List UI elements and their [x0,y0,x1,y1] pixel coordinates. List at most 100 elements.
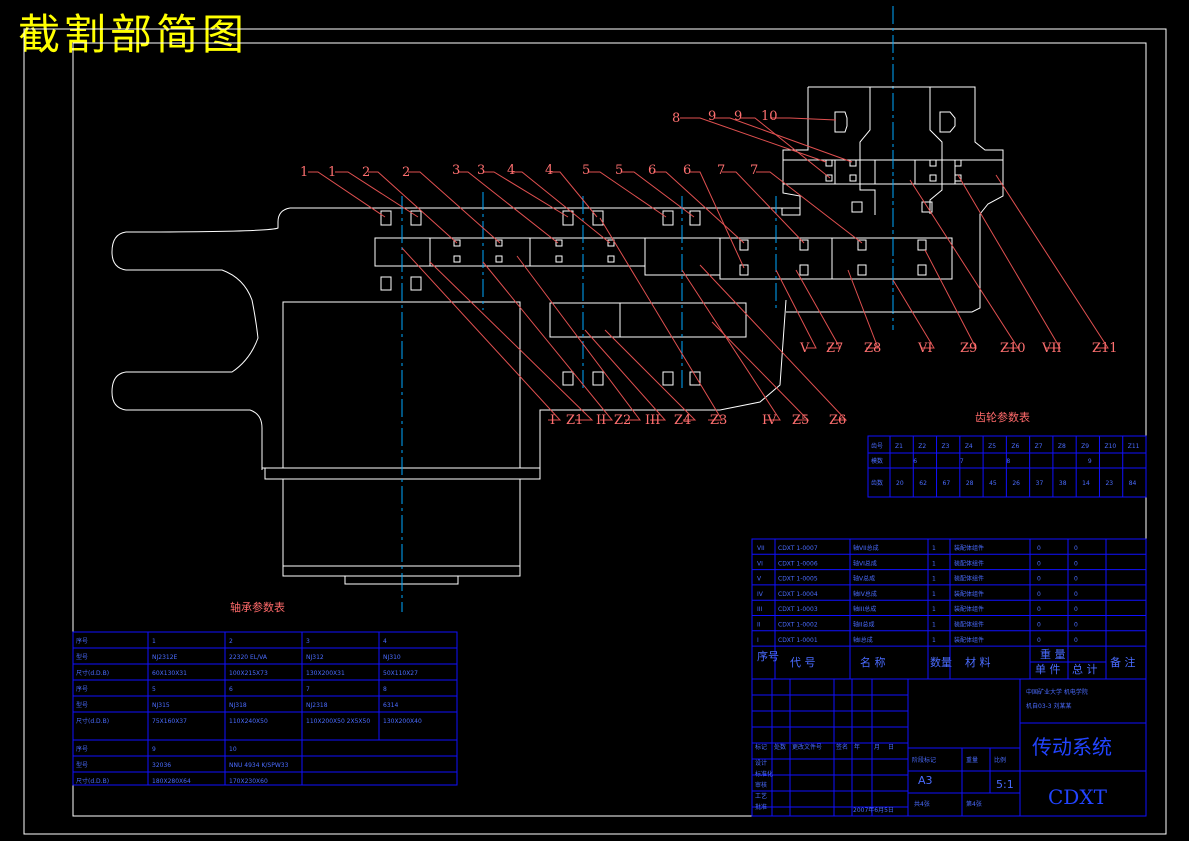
bearing-cell: 110X240X50 [229,718,268,725]
leader-label-IV: IV [762,413,777,428]
leader-label-I: I [550,413,555,428]
gear-blocks [374,159,1004,338]
parts-header-name: 名 称 [860,655,886,669]
parts-header-code: 代 号 [790,656,816,669]
leader-label-9b: 9 [734,109,742,124]
leader-label-Z4: Z4 [674,413,691,428]
bearing-cell: 50X110X27 [383,670,418,677]
rev-cell: 标记 [755,743,767,751]
housing-outline [111,86,1004,585]
leader-label-Z3: Z3 [710,413,727,428]
sheet-number: 第4张 [966,800,982,808]
bearing-cell: 60X130X31 [152,670,187,677]
gear-module-value: 9 [1088,458,1092,465]
leader-label-7a: 7 [717,163,725,178]
bearing-cell: 型号 [76,761,88,769]
parts-header-qty: 数量 [930,656,952,669]
parts-cell: 轴V总成 [853,575,875,583]
gear-module-label: 模数 [871,457,883,465]
bearing-cell: 2 [229,638,233,645]
gear-teeth-value: 37 [1036,480,1044,487]
gear-module-value: 8 [1006,458,1010,465]
bearing-cell: NJ318 [229,702,247,709]
bearing-cell: 6314 [383,702,398,709]
parts-cell: 0 [1037,606,1041,613]
leader-lines [308,117,1109,421]
bearing-cell: NJ312 [306,654,324,661]
parts-cell: 装配体组件 [954,621,984,629]
bearing-cell: 尺寸(d.D.B) [76,777,109,785]
parts-cell: 1 [932,637,936,644]
parts-cell: CDXT 1-0002 [778,622,818,629]
leader-label-2a: 2 [362,165,370,180]
parts-cell: 1 [932,606,936,613]
rev-cell: 月 [874,744,880,751]
parts-header-total: 总 计 [1072,662,1098,676]
gear-header-cell: Z4 [965,443,973,450]
parts-cell: 装配体组件 [954,636,984,644]
parts-cell: 0 [1074,591,1078,598]
role-cell: 批准 [755,803,767,811]
leader-label-4a: 4 [507,163,515,178]
parts-cell: 0 [1074,545,1078,552]
drawing-title: 截割部简图 [18,10,249,59]
leader-label-VII: VII [1041,341,1062,356]
bearing-table-title: 轴承参数表 [230,600,285,614]
leader-label-Z6: Z6 [829,413,846,428]
role-cell: 设计 [755,759,767,767]
gear-header-cell: Z10 [1104,443,1116,450]
parts-cell: 0 [1037,622,1041,629]
bearing-cell: 22320 EL/VA [229,654,268,661]
leader-label-Z5: Z5 [792,413,809,428]
scale-label: 比例 [994,756,1006,764]
parts-header-material: 材 料 [965,655,991,669]
leader-label-6b: 6 [683,163,691,178]
centerlines [401,150,894,612]
parts-cell: III [757,606,763,613]
leader-label-2b: 2 [402,165,410,180]
bearing-cell: 10 [229,746,237,753]
bearing-cell: 尺寸(d.D.B) [76,669,109,677]
parts-cell: 0 [1074,560,1078,567]
parts-cell: 0 [1037,637,1041,644]
bearing-cell: 32036 [152,762,171,769]
gear-teeth-value: 45 [989,480,997,487]
parts-cell: 0 [1074,576,1078,583]
leader-label-V: V [799,341,810,356]
parts-cell: 装配体组件 [954,575,984,583]
parts-cell: 1 [932,576,936,583]
leader-label-5a: 5 [582,163,590,178]
outer-frame [23,28,1167,835]
leader-label-III: III [645,413,660,428]
parts-cell: V [757,576,762,583]
leader-label-Z2: Z2 [614,413,631,428]
parts-cell: 1 [932,545,936,552]
leader-label-Z1: Z1 [566,413,583,428]
parts-header-unit: 单 件 [1035,663,1061,676]
parts-cell: 1 [932,622,936,629]
gear-header-cell: Z2 [918,443,926,450]
gear-table-title: 齿轮参数表 [975,410,1030,424]
gear-header-cell: 齿号 [871,442,883,450]
bearing-cell: NJ2312E [152,654,178,661]
scale-value: 5:1 [996,778,1014,791]
parts-cell: CDXT 1-0004 [778,591,818,598]
bearing-cell: 130X200X40 [383,718,422,725]
bearing-cell: 4 [383,638,387,645]
bearing-cell: 序号 [76,685,88,693]
parts-cell: 轴II总成 [853,621,875,629]
gear-teeth-value: 23 [1105,480,1113,487]
bearing-cell: 9 [152,746,156,753]
bearing-cell: 170X230X60 [229,778,268,785]
date-cell: 2007年6月5日 [853,806,894,814]
gear-module-value: 7 [960,458,964,465]
title-block: 标记处数更改文件号签名年月日设计标准化审核工艺批准 中国矿业大学 机电学院 机自… [751,678,1147,817]
parts-cell: IV [757,591,764,598]
parts-cell: 轴I总成 [853,636,873,644]
gear-header-cell: Z11 [1128,443,1140,450]
parts-cell: 0 [1037,576,1041,583]
gear-header-cell: Z5 [988,443,996,450]
